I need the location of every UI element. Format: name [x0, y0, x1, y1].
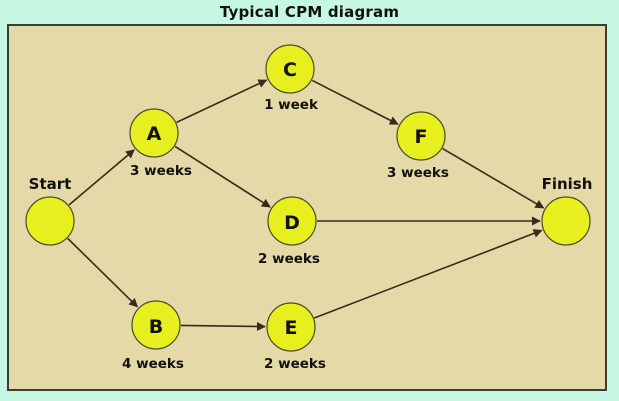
edges-layer	[67, 79, 545, 331]
start-label: Start	[29, 175, 72, 193]
node-c-letter: C	[283, 59, 297, 81]
edge-f-finish	[442, 147, 545, 209]
node-labels: Start Finish 3 weeks 4 weeks 1 week 2 we…	[29, 97, 593, 372]
node-b-duration: 4 weeks	[122, 356, 184, 372]
edge-b-e	[180, 321, 266, 331]
edge-start-b	[67, 237, 139, 308]
node-a-letter: A	[147, 123, 162, 145]
node-e-circle	[266, 302, 316, 352]
edge-c-f	[311, 79, 399, 125]
node-d-circle	[267, 196, 317, 246]
nodes-layer	[25, 44, 591, 352]
node-a-duration: 3 weeks	[130, 163, 192, 179]
node-d-letter: D	[284, 212, 300, 234]
node-finish-circle	[541, 196, 591, 246]
node-c-duration: 1 week	[264, 97, 319, 113]
diagram-title: Typical CPM diagram	[219, 3, 400, 21]
node-f-circle	[396, 111, 446, 161]
node-b-circle	[131, 300, 181, 350]
node-a-circle	[129, 108, 179, 158]
node-f-duration: 3 weeks	[387, 165, 449, 181]
node-e-duration: 2 weeks	[264, 356, 326, 372]
edge-a-c	[176, 79, 268, 124]
title-band: Typical CPM diagram	[0, 0, 619, 24]
edge-start-a	[68, 149, 135, 206]
edge-e-finish	[314, 229, 543, 319]
node-b-letter: B	[149, 316, 163, 338]
finish-label: Finish	[542, 175, 593, 193]
node-start-circle	[25, 196, 75, 246]
node-f-letter: F	[415, 126, 428, 148]
node-d-duration: 2 weeks	[258, 251, 320, 267]
node-letters: A B C D E F	[147, 59, 428, 339]
node-c-circle	[265, 44, 315, 94]
edge-a-d	[174, 145, 271, 208]
node-e-letter: E	[285, 317, 298, 339]
